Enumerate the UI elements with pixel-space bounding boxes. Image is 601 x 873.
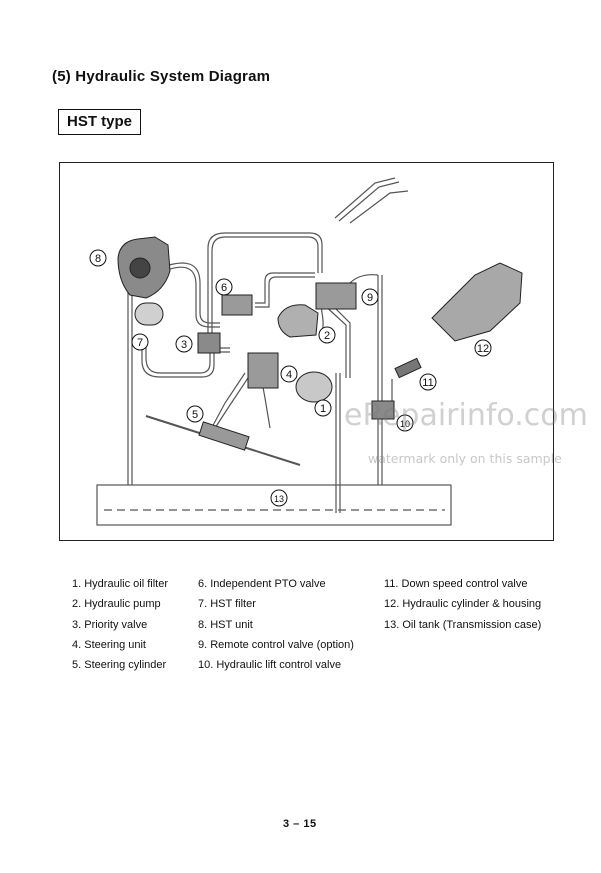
legend-item: 2. Hydraulic pump	[72, 598, 161, 611]
legend-column-3: 11. Down speed control valve 12. Hydraul…	[384, 577, 541, 638]
svg-text:5: 5	[192, 409, 198, 421]
legend-item: 12. Hydraulic cylinder & housing	[384, 598, 542, 611]
callout-2: 2	[318, 326, 336, 344]
callout-6: 6	[215, 278, 233, 296]
watermark-site: eRepairinfo.com	[344, 398, 588, 433]
type-label: HST type	[58, 109, 142, 135]
legend-column-2: 6. Independent PTO valve 7. HST filter 8…	[198, 577, 354, 678]
svg-text:10: 10	[400, 419, 410, 429]
callout-3: 3	[175, 335, 193, 353]
callout-13: 13	[270, 489, 288, 507]
legend-item: 1. Hydraulic oil filter	[72, 578, 168, 590]
svg-text:3: 3	[181, 339, 187, 351]
svg-text:6: 6	[221, 282, 227, 294]
legend-item: 6. Independent PTO valve	[198, 578, 326, 590]
callout-1: 1	[314, 399, 332, 417]
callout-7: 7	[131, 333, 149, 351]
page-title: (5) Hydraulic System Diagram	[52, 68, 271, 85]
callout-5: 5	[186, 405, 204, 423]
callout-10: 10	[396, 414, 414, 432]
diagram-drawing: 8 6 7 3 2 9 12 4 11 1 5 10 13	[89, 177, 523, 526]
callout-9: 9	[361, 288, 379, 306]
legend-item: 8. HST unit	[198, 618, 253, 631]
svg-text:8: 8	[95, 253, 101, 265]
legend-item: 7. HST filter	[198, 598, 256, 611]
legend-item: 11. Down speed control valve	[384, 578, 528, 590]
oil-tank-outline	[96, 484, 452, 526]
legend-item: 3. Priority valve	[72, 618, 148, 631]
svg-text:13: 13	[274, 494, 284, 504]
svg-text:4: 4	[286, 369, 292, 381]
legend-item: 4. Steering unit	[72, 638, 146, 651]
callout-4: 4	[280, 365, 298, 383]
legend-item: 5. Steering cylinder	[72, 659, 167, 672]
page-number: 3 – 15	[283, 818, 317, 830]
watermark-note: watermark only on this sample	[368, 451, 562, 466]
svg-text:11: 11	[422, 377, 433, 389]
callout-12: 12	[474, 339, 492, 357]
hydraulic-diagram: 8 6 7 3 2 9 12 4 11 1 5 10 13	[59, 162, 554, 541]
svg-text:1: 1	[320, 403, 326, 415]
svg-text:12: 12	[477, 343, 489, 355]
svg-text:7: 7	[137, 337, 143, 349]
svg-text:2: 2	[324, 330, 330, 342]
callout-8: 8	[89, 249, 107, 267]
legend-item: 13. Oil tank (Transmission case)	[384, 618, 542, 631]
legend-column-1: 1. Hydraulic oil filter 2. Hydraulic pum…	[72, 577, 168, 678]
callout-11: 11	[419, 373, 437, 391]
legend-item: 10. Hydraulic lift control valve	[198, 659, 342, 672]
legend-item: 9. Remote control valve (option)	[198, 638, 354, 651]
svg-text:9: 9	[367, 292, 373, 304]
